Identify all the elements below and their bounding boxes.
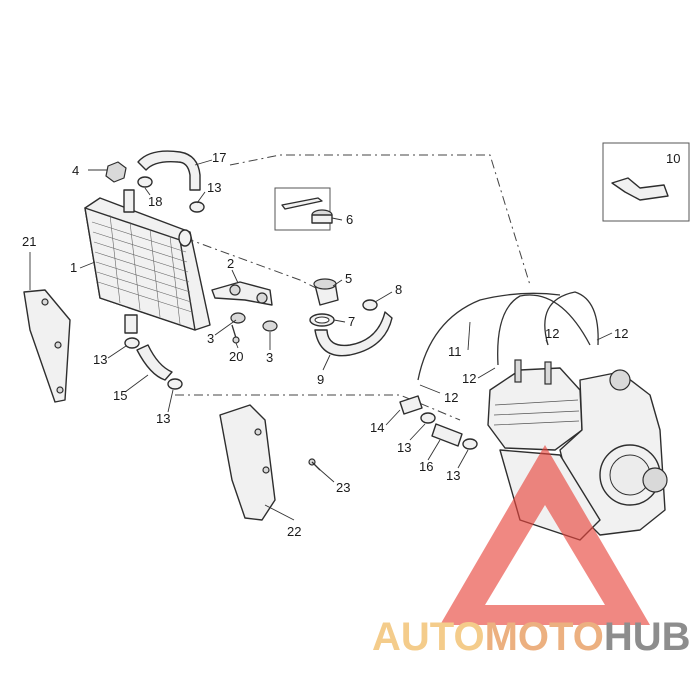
callout-21: 21: [22, 234, 36, 249]
callout-2: 2: [227, 256, 234, 271]
callout-16: 16: [419, 459, 433, 474]
callout-14: 14: [370, 420, 384, 435]
assembly-guide-lines: [175, 154, 531, 421]
callout-13-left: 13: [93, 352, 107, 367]
part-17-upper-hose: [137, 150, 201, 191]
part-6-filler-cap-inset: [274, 187, 333, 231]
callout-leaders: [29, 159, 613, 521]
watermark-triangle: [440, 445, 650, 625]
part-4-nut: [105, 161, 127, 183]
callout-13-engine-b: 13: [446, 468, 460, 483]
callout-7: 7: [348, 314, 355, 329]
callout-12-b: 12: [614, 326, 628, 341]
part-5-filler-neck: [313, 278, 339, 306]
part-9-lower-hose: [314, 311, 393, 357]
part-13-clamp-lower-left: [124, 337, 140, 349]
callout-6: 6: [346, 212, 353, 227]
callout-18: 18: [148, 194, 162, 209]
part-14-fitting: [399, 395, 423, 415]
part-13-clamp-engine-b: [462, 438, 478, 450]
part-11-breather-pipes: [417, 291, 599, 381]
callout-15: 15: [113, 388, 127, 403]
part-3-grommet-right: [262, 320, 278, 332]
part-22-cover: [219, 404, 276, 521]
watermark-hub: HUB: [604, 615, 691, 659]
callout-11: 11: [448, 344, 462, 359]
callout-8: 8: [395, 282, 402, 297]
callout-22: 22: [287, 524, 301, 539]
callout-20: 20: [229, 349, 243, 364]
part-1-radiator: [84, 189, 211, 334]
part-18-clamp: [137, 176, 153, 188]
callout-4: 4: [72, 163, 79, 178]
callout-13-bottom: 13: [156, 411, 170, 426]
part-13-clamp-engine-a: [420, 412, 436, 424]
part-2-mounting-bracket: [211, 281, 273, 306]
callout-9: 9: [317, 372, 324, 387]
part-13-clamp-top: [189, 201, 205, 213]
callout-23: 23: [336, 480, 350, 495]
callout-5: 5: [345, 271, 352, 286]
part-21-radiator-side-cover: [23, 289, 71, 403]
callout-13-top: 13: [207, 180, 221, 195]
callout-10: 10: [666, 151, 680, 166]
callout-3-left: 3: [207, 331, 214, 346]
part-20-screw: [231, 324, 240, 344]
engine-assembly: [487, 359, 668, 541]
part-16-short-hose: [431, 423, 463, 447]
callout-1: 1: [70, 260, 77, 275]
callout-3-right: 3: [266, 350, 273, 365]
callout-numbers: 4 17 18 13 1 21 2 3 3 20 6 5 7 8 9 10 11…: [22, 150, 680, 539]
part-13-clamp-lower-mid: [167, 378, 183, 390]
watermark-moto: MOTO: [485, 615, 604, 659]
automotohub-watermark: AUTOMOTOHUB: [372, 445, 691, 659]
part-3-grommet-left: [230, 312, 246, 324]
svg-text:AUTOMOTOHUB: AUTOMOTOHUB: [372, 615, 691, 659]
callout-12-c: 12: [462, 371, 476, 386]
part-15-hose: [136, 344, 173, 381]
callout-17: 17: [212, 150, 226, 165]
callout-13-engine-a: 13: [397, 440, 411, 455]
watermark-auto: AUTO: [372, 615, 485, 659]
part-7-seal-ring: [309, 313, 335, 327]
part-8-clamp: [362, 299, 378, 311]
callout-12-a: 12: [545, 326, 559, 341]
part-10-clip-inset: [602, 142, 690, 222]
callout-12-d: 12: [444, 390, 458, 405]
